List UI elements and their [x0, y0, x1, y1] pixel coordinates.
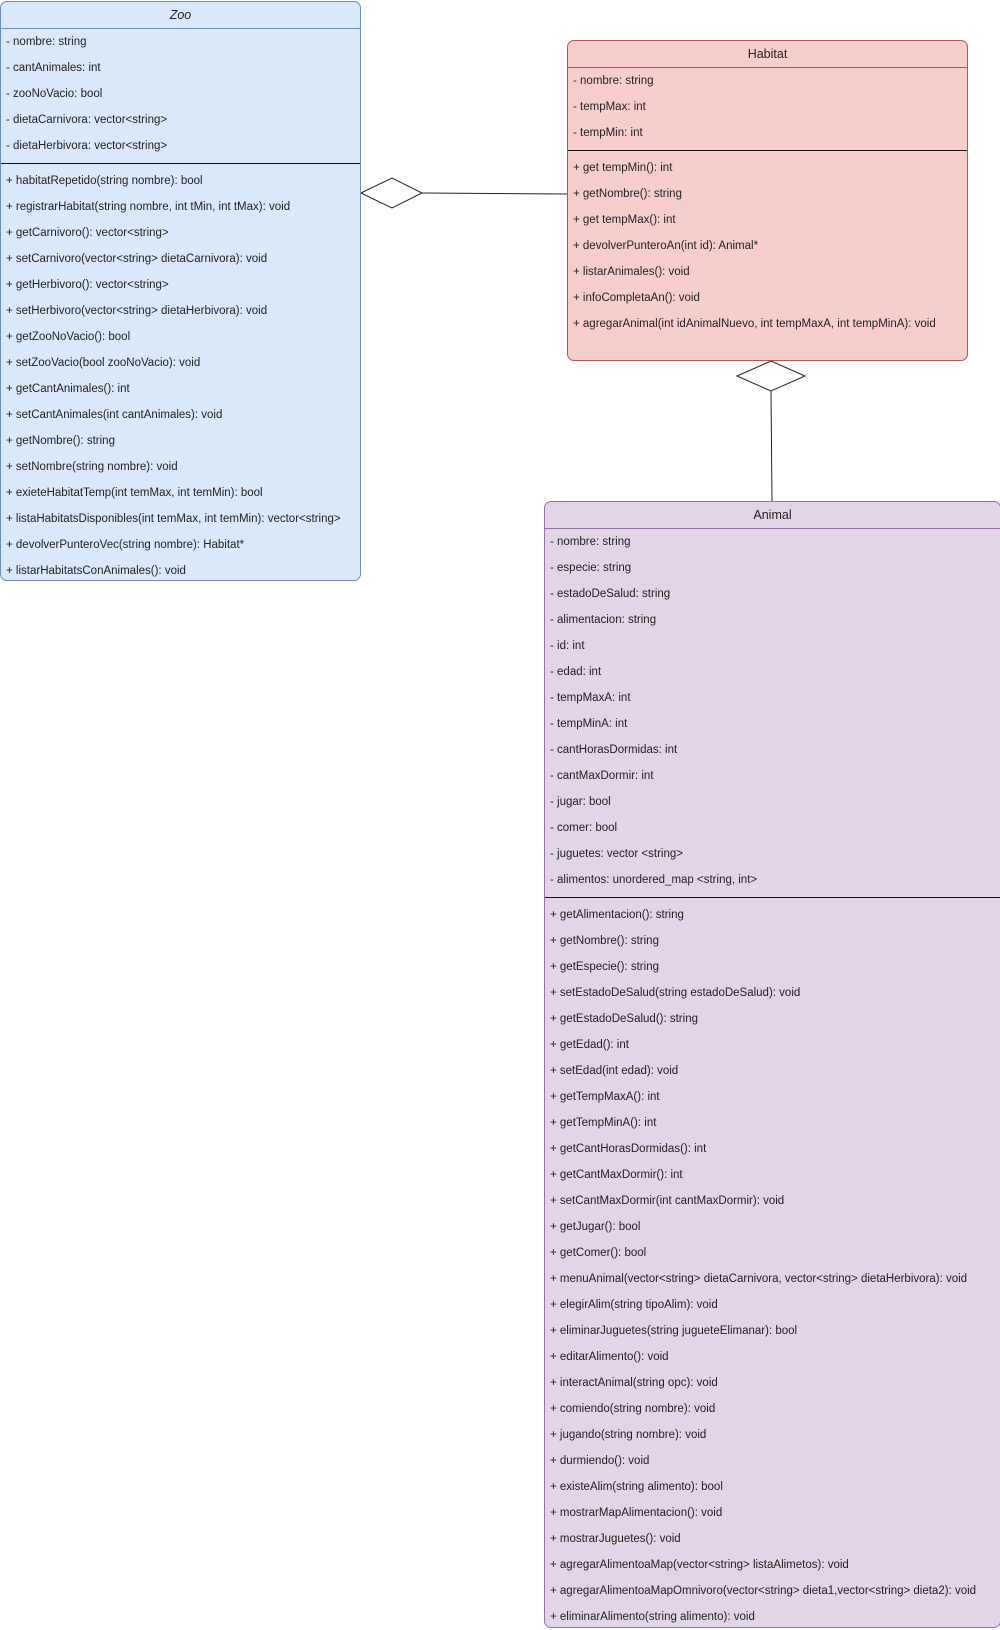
animal-method: + getJugar(): bool: [550, 1221, 641, 1233]
zoo-method: + registrarHabitat(string nombre, int tM…: [6, 201, 291, 213]
animal-method: + agregarAlimentoaMapOmnivoro(vector<str…: [550, 1585, 977, 1597]
animal-method: + eliminarAlimento(string alimento): voi…: [550, 1611, 755, 1623]
zoo-method: + getHerbivoro(): vector<string>: [6, 279, 169, 291]
zoo-aggregation-diamond: [359, 177, 424, 209]
animal-method: + editarAlimento(): void: [550, 1351, 669, 1363]
zoo-method: + setCarnivoro(vector<string> dietaCarni…: [6, 253, 268, 265]
animal-method: + getEstadoDeSalud(): string: [550, 1013, 698, 1025]
habitat-methods: + get tempMin(): int + getNombre(): strin…: [568, 155, 967, 337]
habitat-method: + get tempMin(): int: [573, 162, 673, 174]
animal-method: + getCantHorasDormidas(): int: [550, 1143, 707, 1155]
zoo-class-box[interactable]: Zoo - nombre: string- cantAnimales: int-…: [0, 1, 361, 581]
animal-method: + eliminarJuguetes(string jugueteElimana…: [550, 1325, 798, 1337]
habitat-method: + getNombre(): string: [573, 188, 682, 200]
animal-attribute: - comer: bool: [550, 822, 618, 834]
habitat-divider: [568, 150, 967, 151]
animal-attribute: - alimentos: unordered_map <string, int>: [550, 874, 758, 886]
animal-method: + elegirAlim(string tipoAlim): void: [550, 1299, 718, 1311]
animal-attribute: - cantMaxDormir: int: [550, 770, 654, 782]
animal-attribute: - tempMinA: int: [550, 718, 628, 730]
animal-class-title: Animal: [545, 502, 1000, 529]
zoo-method: + setHerbivoro(vector<string> dietaHerbi…: [6, 305, 268, 317]
animal-attribute: - id: int: [550, 640, 585, 652]
animal-method: + durmiendo(): void: [550, 1455, 650, 1467]
habitat-method: + agregarAnimal(int idAnimalNuevo, int t…: [573, 318, 936, 330]
zoo-method: + getCarnivoro(): vector<string>: [6, 227, 169, 239]
animal-class-box[interactable]: Animal - nombre: string - especie: string…: [544, 501, 1000, 1628]
animal-attribute: - cantHorasDormidas: int: [550, 744, 678, 756]
animal-attribute: - especie: string: [550, 562, 632, 574]
zoo-methods: + habitatRepetido(string nombre): bool + …: [1, 168, 360, 580]
animal-method: + comiendo(string nombre): void: [550, 1403, 716, 1415]
zoo-attribute: - cantAnimales: int: [6, 62, 101, 74]
animal-attribute: - tempMaxA: int: [550, 692, 631, 704]
habitat-animal-aggregation-line: [770, 390, 773, 502]
habitat-attribute: - tempMin: int: [573, 127, 643, 139]
zoo-attribute: - zooNoVacio: bool: [6, 88, 103, 100]
zoo-attributes: - nombre: string - cantAnimales: int - zoo…: [1, 29, 360, 163]
animal-method: + setEdad(int edad): void: [550, 1065, 679, 1077]
zoo-method: + listarHabitatsConAnimales(): void: [6, 565, 186, 577]
animal-method: + getComer(): bool: [550, 1247, 647, 1259]
animal-method: + getEspecie(): string: [550, 961, 659, 973]
zoo-attribute: - dietaCarnivora: vector<string>: [6, 114, 168, 126]
animal-method: + getAlimentacion(): string: [550, 909, 684, 921]
animal-method: + existeAlim(string alimento): bool: [550, 1481, 723, 1493]
animal-method: + getTempMinA(): int: [550, 1117, 657, 1129]
animal-method: + jugando(string nombre): void: [550, 1429, 707, 1441]
habitat-aggregation-diamond: [735, 360, 807, 392]
animal-attribute: - juguetes: vector <string>: [550, 848, 683, 860]
zoo-divider: [1, 163, 360, 164]
animal-method: + menuAnimal(vector<string> dietaCarnivo…: [550, 1273, 968, 1285]
animal-method: + getEdad(): int: [550, 1039, 629, 1051]
animal-attribute: - nombre: string: [550, 536, 631, 548]
habitat-attribute: - tempMax: int: [573, 101, 646, 113]
habitat-class-box[interactable]: Habitat - nombre: string- tempMax: int- …: [567, 40, 968, 361]
animal-attribute: - estadoDeSalud: string: [550, 588, 671, 600]
habitat-attributes: - nombre: string - tempMax: int - tempMin:…: [568, 68, 967, 150]
zoo-method: + setNombre(string nombre): void: [6, 461, 178, 473]
zoo-method: + getZooNoVacio(): bool: [6, 331, 131, 343]
animal-divider: [545, 897, 1000, 898]
zoo-method: + getNombre(): string: [6, 435, 115, 447]
zoo-method: + habitatRepetido(string nombre): bool: [6, 175, 203, 187]
animal-methods: + getAlimentacion(): string + getNombre()…: [545, 902, 1000, 1627]
habitat-attribute: - nombre: string: [573, 75, 654, 87]
zoo-method: + exieteHabitatTemp(int temMax, int temM…: [6, 487, 263, 499]
zoo-method: + devolverPunteroVec(string nombre): Hab…: [6, 539, 245, 551]
zoo-habitat-aggregation-line: [421, 192, 568, 195]
animal-method: + interactAnimal(string opc): void: [550, 1377, 718, 1389]
animal-method: + setEstadoDeSalud(string estadoDeSalud)…: [550, 987, 801, 999]
animal-attributes: - nombre: string - especie: string - estad…: [545, 529, 1000, 897]
zoo-attribute: - dietaHerbivora: vector<string>: [6, 140, 168, 152]
habitat-method: + devolverPunteroAn(int id): Animal*: [573, 240, 759, 252]
habitat-method: + get tempMax(): int: [573, 214, 676, 226]
animal-method: + getCantMaxDormir(): int: [550, 1169, 683, 1181]
animal-method: + getNombre(): string: [550, 935, 659, 947]
zoo-class-title: Zoo: [1, 2, 360, 29]
animal-attribute: - alimentacion: string: [550, 614, 657, 626]
animal-method: + agregarAlimentoaMap(vector<string> lis…: [550, 1559, 849, 1571]
zoo-attribute: - nombre: string: [6, 36, 87, 48]
animal-method: + mostrarJuguetes(): void: [550, 1533, 681, 1545]
animal-method: + mostrarMapAlimentacion(): void: [550, 1507, 723, 1519]
zoo-method: + setZooVacio(bool zooNoVacio): void: [6, 357, 201, 369]
animal-method: + getTempMaxA(): int: [550, 1091, 660, 1103]
zoo-method: + setCantAnimales(int cantAnimales): voi…: [6, 409, 223, 421]
zoo-method: + listaHabitatsDisponibles(int temMax, i…: [6, 513, 341, 525]
animal-attribute: - edad: int: [550, 666, 602, 678]
animal-attribute: - jugar: bool: [550, 796, 611, 808]
habitat-method: + infoCompletaAn(): void: [573, 292, 700, 304]
habitat-class-title: Habitat: [568, 41, 967, 68]
zoo-method: + getCantAnimales(): int: [6, 383, 130, 395]
animal-method: + setCantMaxDormir(int cantMaxDormir): v…: [550, 1195, 785, 1207]
habitat-method: + listarAnimales(): void: [573, 266, 690, 278]
